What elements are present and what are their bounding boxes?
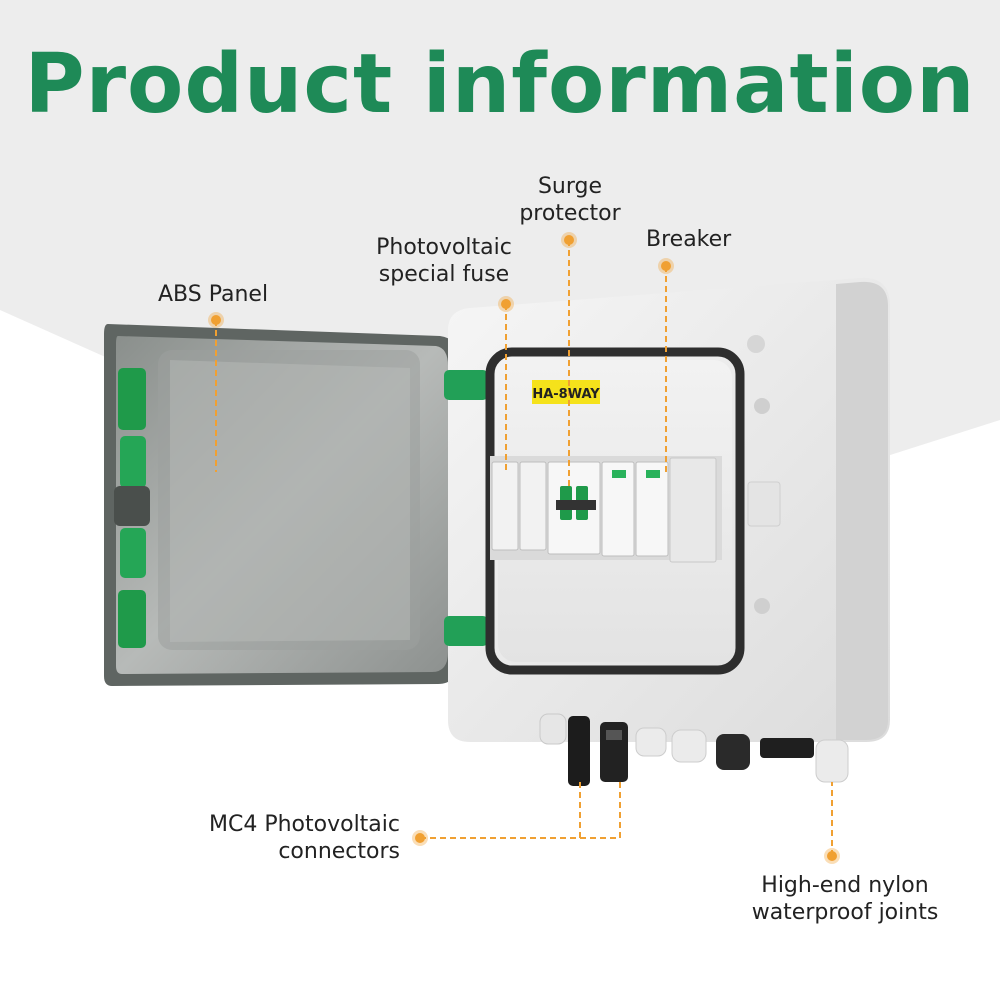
page-title: Product information — [24, 37, 976, 132]
callout-nylon-joints: High-end nylon waterproof joints — [738, 872, 952, 926]
callout-pv-fuse-line-2: special fuse — [378, 262, 510, 287]
callout-leaders — [215, 240, 833, 856]
callout-mc4-line-1: MC4 Photovoltaic — [209, 812, 400, 837]
callout-breaker: Breaker — [646, 226, 731, 253]
callout-pv-fuse-line-1: Photovoltaic — [376, 235, 512, 260]
callout-mc4-line-2: connectors — [278, 839, 400, 864]
callout-nylon-line-2: waterproof joints — [751, 900, 939, 925]
enclosure — [444, 277, 890, 742]
callout-surge-protector: Surge protector — [510, 173, 630, 227]
callout-abs-panel: ABS Panel — [158, 281, 268, 308]
device-label-tag: HA-8WAY — [532, 387, 600, 402]
callout-breaker-line: Breaker — [646, 227, 732, 252]
callout-pv-fuse: Photovoltaic special fuse — [356, 234, 532, 288]
callout-surge-line-1: Surge — [537, 174, 603, 199]
callout-abs-panel-line: ABS Panel — [158, 282, 269, 307]
callout-surge-line-2: protector — [519, 201, 621, 226]
bottom-glands — [539, 713, 849, 783]
callout-nylon-line-1: High-end nylon — [761, 873, 929, 898]
abs-panel-door — [104, 324, 458, 686]
mc4-connectors — [568, 716, 628, 786]
callout-dots — [208, 232, 840, 864]
callout-mc4-connectors: MC4 Photovoltaic connectors — [180, 811, 400, 865]
